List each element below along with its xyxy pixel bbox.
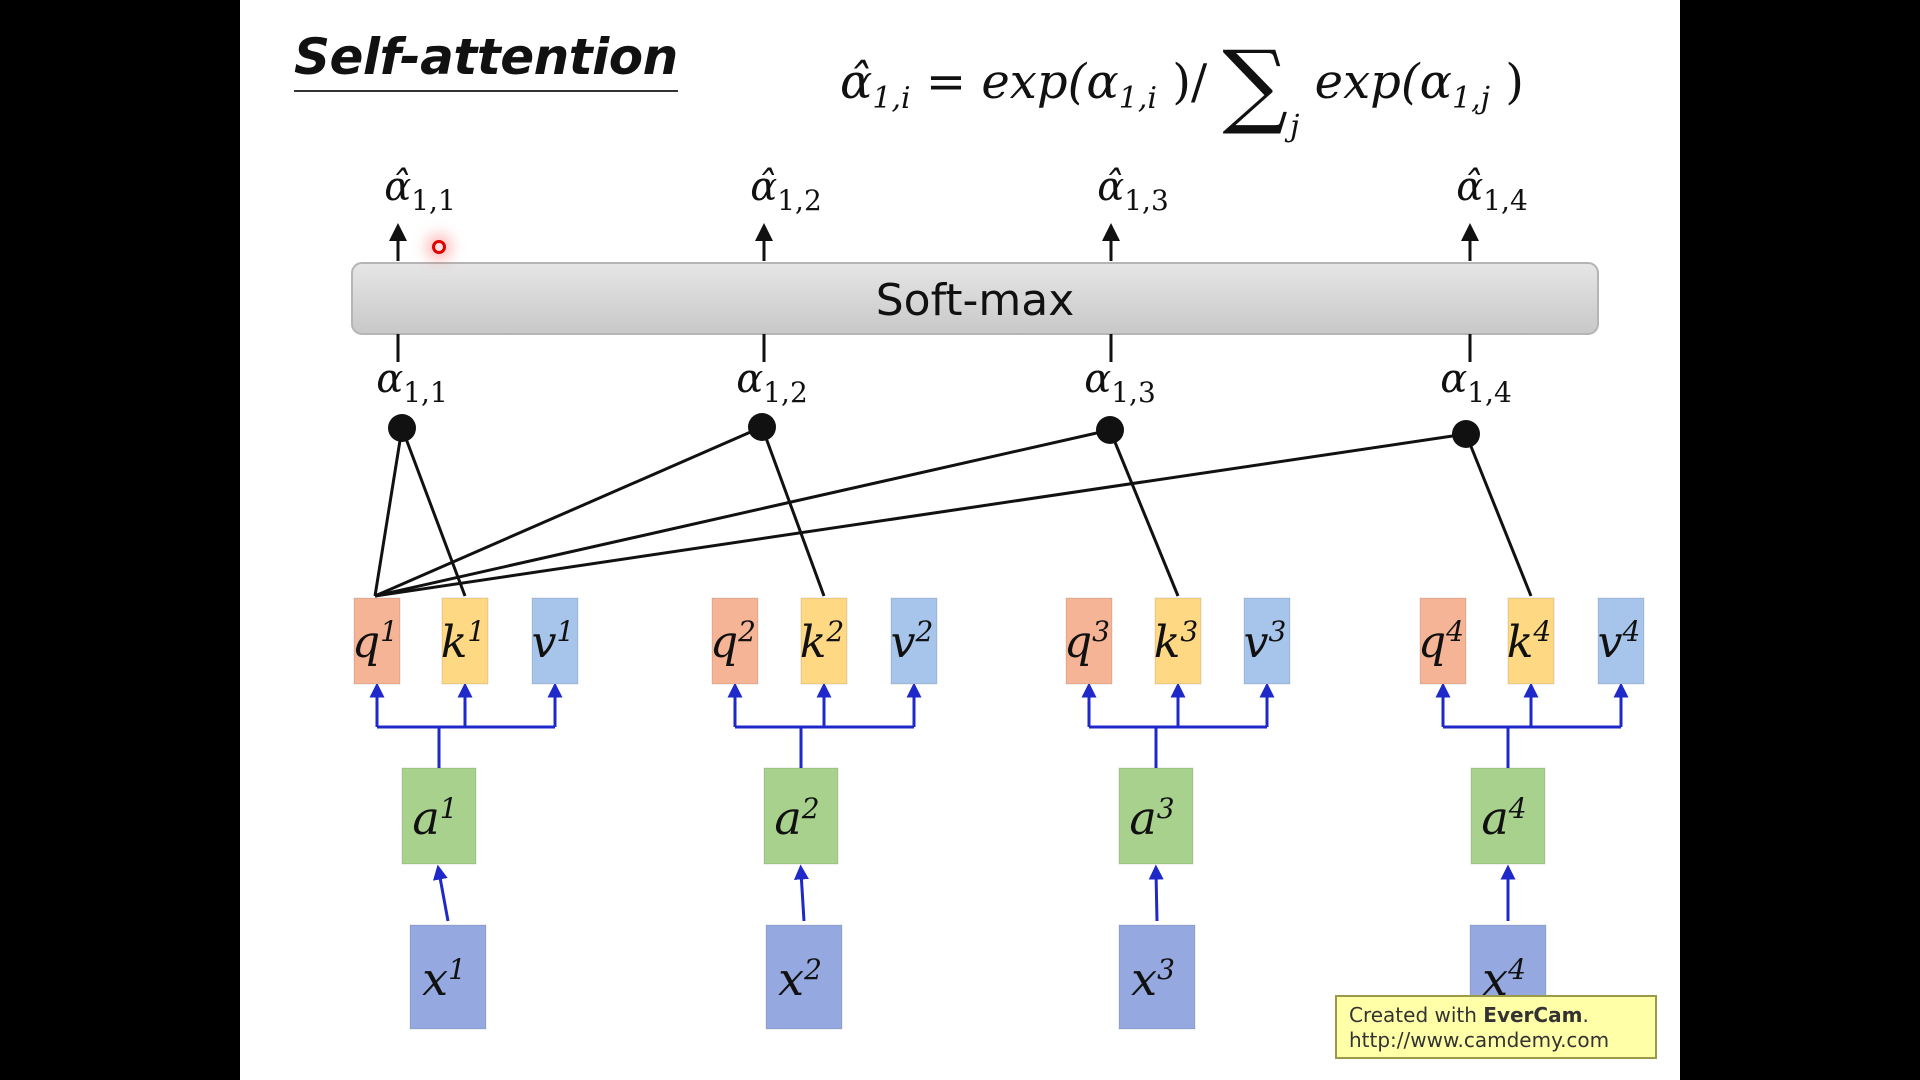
embedding-box-label: a1: [412, 791, 457, 845]
score-label: α1,1: [376, 356, 448, 409]
input-box-label: x1: [422, 952, 466, 1006]
formula-close2: ): [1489, 54, 1524, 110]
key-box-3: [1154, 597, 1202, 685]
score-label: α1,4: [1440, 356, 1512, 409]
value-box-4: [1597, 597, 1645, 685]
score-dot: [1452, 420, 1480, 448]
formula-exp1: exp(: [981, 54, 1087, 110]
evercam-watermark: Created with EverCam. http://www.camdemy…: [1335, 995, 1657, 1059]
score-dot: [1096, 416, 1124, 444]
softmax-formula: α̂1,i = exp(α1,i )/ ∑j exp(α1,j ): [840, 39, 1524, 167]
key-box-label: k4: [1507, 615, 1552, 668]
query-box-label: q4: [1418, 615, 1464, 668]
input-box-2: [765, 924, 843, 1030]
formula-close1: )/: [1156, 54, 1208, 110]
key-box-label: k1: [441, 615, 486, 668]
query-box-1: [353, 597, 401, 685]
key-to-score-line: [400, 427, 467, 597]
key-box-4: [1507, 597, 1555, 685]
score-dot: [748, 413, 776, 441]
formula-lhs: α̂: [840, 54, 873, 110]
query-box-label: q3: [1064, 615, 1110, 668]
input-box-1: [409, 924, 487, 1030]
value-box-label: v1: [532, 615, 575, 668]
formula-sum-sub: j: [1290, 109, 1300, 144]
formula-alpha2: α: [1419, 54, 1453, 110]
query-to-score-line-3: [374, 428, 1111, 598]
x-to-a-arrow: [1148, 864, 1164, 922]
value-box-2: [890, 597, 938, 685]
query-box-3: [1065, 597, 1113, 685]
query-to-score-line-4: [374, 432, 1467, 598]
score-dot: [388, 414, 416, 442]
value-box-3: [1243, 597, 1291, 685]
output-label: α̂1,2: [750, 164, 822, 217]
slide-title: Self-attention: [294, 26, 678, 92]
score-label: α1,3: [1084, 356, 1156, 409]
connection-lines: [369, 425, 1629, 922]
key-to-score-line: [760, 426, 826, 597]
query-box-label: q2: [710, 615, 756, 668]
key-box-2: [800, 597, 848, 685]
query-box-4: [1419, 597, 1467, 685]
query-box-2: [711, 597, 759, 685]
embedding-box-3: [1118, 767, 1194, 865]
embedding-box-4: [1470, 767, 1546, 865]
watermark-brand: EverCam: [1483, 1003, 1583, 1027]
formula-equals: =: [925, 54, 967, 110]
embedding-box-1: [401, 767, 477, 865]
softmax-label: Soft-max: [876, 275, 1075, 326]
vector-boxes: [353, 597, 1645, 1030]
formula-sum: ∑: [1222, 31, 1289, 138]
slide: Self-attention α̂1,i = exp(α1,i )/ ∑j ex…: [240, 0, 1680, 1080]
query-to-score-line-1: [373, 427, 404, 597]
output-label: α̂1,4: [1456, 164, 1528, 217]
input-box-3: [1118, 924, 1196, 1030]
input-box-label: x3: [1131, 952, 1175, 1006]
formula-exp2: exp(: [1314, 54, 1420, 110]
query-box-label: q1: [352, 615, 398, 668]
formula-alpha1: α: [1086, 54, 1119, 110]
value-box-label: v2: [891, 615, 934, 668]
formula-alpha2-sub: 1,j: [1452, 81, 1490, 116]
watermark-suffix: .: [1582, 1003, 1589, 1027]
key-to-score-line: [1464, 433, 1533, 597]
key-to-score-line: [1108, 429, 1180, 597]
value-box-label: v3: [1244, 615, 1287, 668]
output-label: α̂1,3: [1097, 164, 1169, 217]
score-label: α1,2: [736, 356, 808, 409]
embedding-box-2: [763, 767, 839, 865]
embedding-box-label: a4: [1481, 791, 1526, 845]
softmax-bar: [351, 262, 1599, 335]
formula-lhs-sub: 1,i: [872, 81, 911, 116]
key-box-label: k2: [800, 615, 845, 668]
key-box-label: k3: [1154, 615, 1199, 668]
value-box-label: v4: [1598, 615, 1641, 668]
embedding-box-label: a2: [774, 791, 819, 845]
value-box-1: [531, 597, 579, 685]
watermark-url: http://www.camdemy.com: [1349, 1028, 1610, 1052]
input-box-label: x2: [778, 952, 822, 1006]
x-to-a-arrow: [793, 864, 809, 922]
cursor-pointer: [432, 240, 446, 254]
watermark-prefix: Created with: [1349, 1003, 1484, 1027]
formula-alpha1-sub: 1,i: [1118, 81, 1157, 116]
query-to-score-line-2: [374, 425, 763, 598]
key-box-1: [441, 597, 489, 685]
output-label: α̂1,1: [384, 164, 456, 217]
x-to-a-arrow: [432, 864, 450, 922]
softmax-io: α1,1 α̂1,1 α1,2 α̂1,2 α1,3 α̂1,3 α1,4 α̂1,4: [376, 164, 1528, 448]
embedding-box-label: a3: [1129, 791, 1174, 845]
